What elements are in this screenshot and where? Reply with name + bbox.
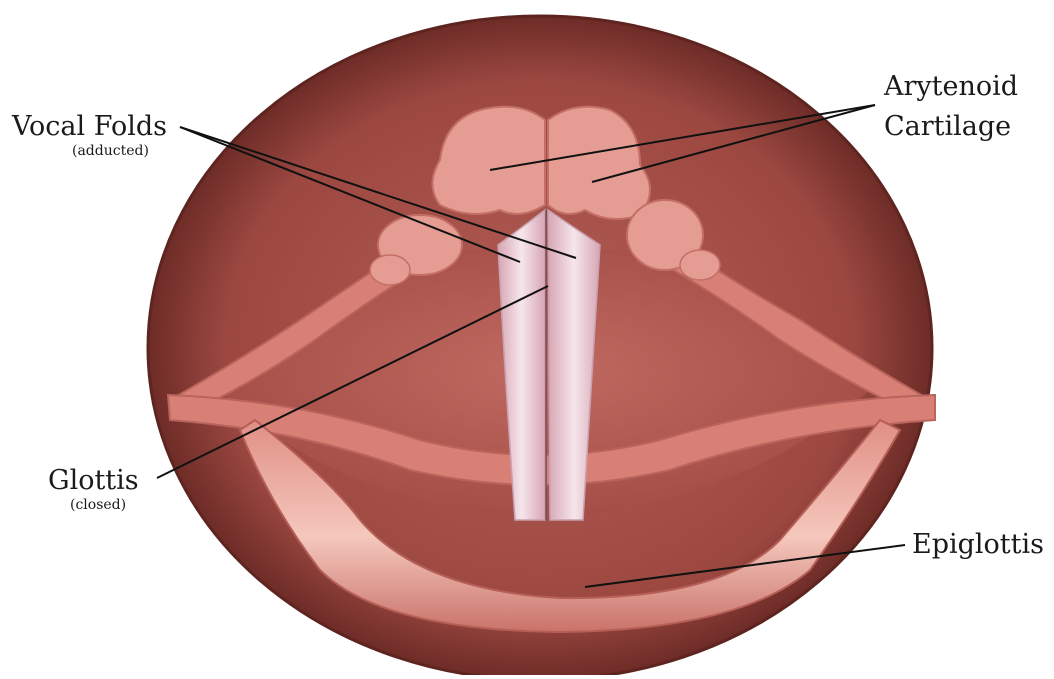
vocal-folds-note: (adducted) — [72, 143, 149, 159]
left-cuneiform — [370, 255, 410, 285]
glottis-label: Glottis — [48, 466, 139, 496]
arytenoid-label-line1: Arytenoid — [884, 72, 1018, 102]
arytenoid-label-line2: Cartilage — [884, 112, 1011, 142]
glottis-note: (closed) — [70, 497, 126, 513]
epiglottis-label: Epiglottis — [912, 530, 1044, 560]
right-cuneiform — [680, 250, 720, 280]
vocal-folds-label: Vocal Folds — [12, 112, 167, 142]
